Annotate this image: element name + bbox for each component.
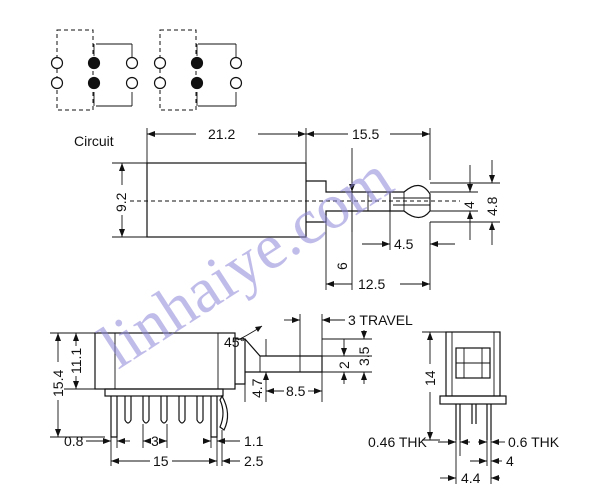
top-view: 21.2 15.5 9.2 4 4.8	[112, 126, 500, 292]
dim-stem-height: 4	[461, 201, 477, 209]
pin-row	[110, 394, 229, 438]
dim-stem-tip-length: 4.5	[394, 236, 414, 252]
watermark-text: linhaiye.com	[87, 141, 404, 382]
side-view: 14 0.46 THK 0.6 THK 4 4.4	[368, 331, 560, 486]
front-view: 15.4 11.1 45° 3 TRAVEL 2 3.5	[50, 312, 413, 469]
terminal-dot	[190, 56, 204, 70]
circuit-label: Circuit	[74, 133, 114, 149]
dim-stem-tip-height: 4.8	[484, 196, 500, 216]
terminal-circle	[229, 76, 243, 90]
dim-button-height: 3.5	[356, 346, 372, 366]
dim-button-offset: 4.7	[249, 378, 265, 398]
dim-top-travel: 15.5	[352, 126, 379, 142]
terminal-dot	[87, 56, 101, 70]
terminal-dot	[87, 76, 101, 90]
dim-top-length: 21.2	[208, 126, 235, 142]
terminal-circle	[125, 76, 139, 90]
dim-pin-pitch: 3	[151, 433, 159, 449]
terminal-circle	[50, 56, 64, 70]
dim-thk-right: 0.6 THK	[508, 434, 560, 450]
dim-stem-total: 12.5	[358, 276, 385, 292]
dim-travel: 3 TRAVEL	[348, 312, 413, 328]
dim-thk-left: 0.46 THK	[368, 434, 428, 450]
dim-pin-width: 0.8	[64, 433, 84, 449]
dim-last-pin: 2.5	[244, 453, 264, 469]
dim-button-length: 8.5	[286, 383, 306, 399]
dim-total-height: 15.4	[50, 370, 66, 397]
dim-button-width: 2	[336, 361, 352, 369]
terminal-circle	[125, 56, 139, 70]
dim-stem-from-body: 6	[334, 262, 350, 270]
terminal-circle	[153, 76, 167, 90]
dim-body-height-front: 11.1	[68, 348, 84, 374]
dim-pins-span: 15	[153, 453, 169, 469]
terminal-circle	[153, 56, 167, 70]
dim-body-height: 9.2	[113, 192, 129, 212]
dim-side-pin: 4	[506, 453, 514, 469]
terminal-circle	[229, 56, 243, 70]
dim-side-width: 4.4	[461, 470, 481, 486]
dim-angle: 45°	[224, 334, 245, 350]
circuit-diagram-right	[153, 29, 243, 111]
circuit-diagram-left	[50, 29, 139, 111]
dim-side-height: 14	[422, 370, 438, 386]
terminal-circle	[50, 76, 64, 90]
dim-pin-tail: 1.1	[244, 433, 264, 449]
terminal-dot	[190, 76, 204, 90]
